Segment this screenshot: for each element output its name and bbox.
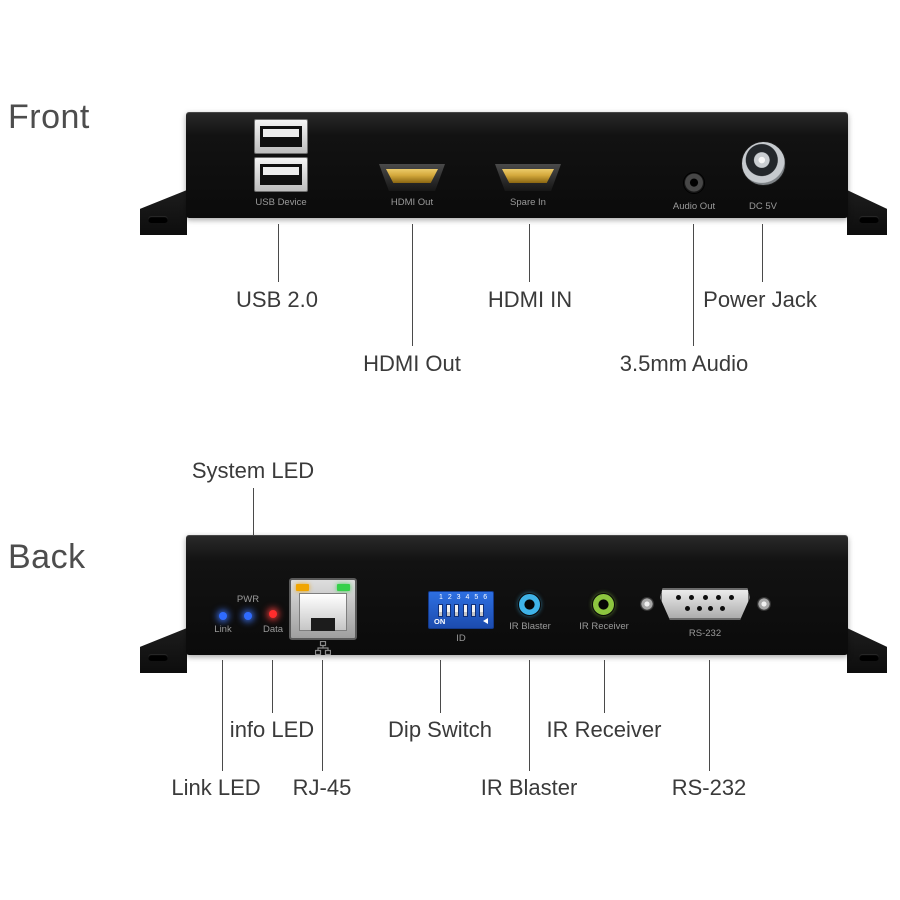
usb-port-bottom <box>254 157 308 192</box>
back-mount-ear-left <box>140 628 187 673</box>
dip-lever <box>446 604 452 617</box>
dip-switch: 1 2 3 4 5 6 ON <box>428 591 494 629</box>
link-led <box>219 612 227 620</box>
audio-out-jack <box>683 172 705 194</box>
callout-line-info-led <box>272 660 273 713</box>
callout-line-ir-blaster <box>529 660 530 771</box>
dc-power-jack <box>741 141 786 186</box>
pin <box>685 606 690 611</box>
callout-link-led: Link LED <box>171 775 261 800</box>
usb-port-top <box>254 119 308 154</box>
callout-line-hdmi-out <box>412 224 413 346</box>
callout-hdmi-out: HDMI Out <box>363 351 461 376</box>
ir-blaster-jack <box>518 593 541 616</box>
dip-lever <box>438 604 443 617</box>
data-led <box>269 610 277 618</box>
dip-arrow-icon <box>483 618 488 624</box>
mount-slot <box>859 216 879 223</box>
usb-ports <box>254 119 308 192</box>
ir-receiver-jack <box>592 593 615 616</box>
hdmi-out-port <box>379 164 445 191</box>
pwr-led <box>244 612 252 620</box>
callout-hdmi-in: HDMI IN <box>487 287 573 312</box>
data-led-label: Data <box>262 624 284 635</box>
callout-rs232: RS-232 <box>671 775 747 800</box>
dip-lever <box>462 604 468 617</box>
callout-ir-blaster: IR Blaster <box>480 775 578 800</box>
spare-in-port-label: Spare In <box>510 197 546 208</box>
front-mount-ear-left <box>140 190 187 235</box>
back-mount-ear-right <box>847 628 887 673</box>
dip-id-label: ID <box>456 633 466 644</box>
pin <box>715 595 721 600</box>
mount-slot <box>859 654 879 661</box>
rs232-screw-left <box>640 597 654 611</box>
rs232-screw-right <box>757 597 771 611</box>
rj45-orange-led <box>296 584 309 591</box>
rj45-port <box>289 578 357 640</box>
link-led-label: Link <box>214 624 232 635</box>
mount-slot <box>148 654 168 661</box>
rj45-notch <box>311 618 335 631</box>
hdmi-connector <box>502 169 554 183</box>
callout-dip-switch: Dip Switch <box>388 717 492 742</box>
callout-system-led: System LED <box>191 458 315 483</box>
dip-lever <box>470 604 476 617</box>
dc-label: DC 5V <box>749 201 777 212</box>
pin <box>702 595 708 600</box>
back-section-title: Back <box>8 538 86 576</box>
rs232-panel-label: RS-232 <box>688 628 722 639</box>
dip-switch-levers <box>438 604 484 617</box>
pin <box>729 595 734 600</box>
callout-line-audio <box>693 224 694 346</box>
callout-line-ir-receiver <box>604 660 605 713</box>
hdmi-out-port-label: HDMI Out <box>390 197 434 208</box>
callout-line-rj45 <box>322 660 323 771</box>
rj45-green-led <box>337 584 350 591</box>
pin <box>696 606 702 611</box>
ir-blaster-panel-label: IR Blaster <box>509 621 551 632</box>
dip-on-label: ON <box>434 617 446 626</box>
callout-audio: 3.5mm Audio <box>619 351 749 376</box>
front-section-title: Front <box>8 98 90 136</box>
dip-lever <box>454 604 460 617</box>
callout-line-rs232 <box>709 660 710 771</box>
usb-tongue <box>263 167 299 175</box>
pin <box>719 606 725 611</box>
callout-power: Power Jack <box>703 287 817 312</box>
usb-port-label: USB Device <box>255 197 307 208</box>
usb-tongue <box>263 129 299 137</box>
ir-receiver-panel-label: IR Receiver <box>579 621 629 632</box>
callout-info-led: info LED <box>229 717 315 742</box>
rs232-pin-row-top <box>676 595 734 600</box>
mount-slot <box>148 216 168 223</box>
dip-switch-numbers: 1 2 3 4 5 6 <box>439 594 489 601</box>
callout-line-usb <box>278 224 279 282</box>
front-mount-ear-right <box>847 190 887 235</box>
pin <box>708 606 714 611</box>
callout-line-dip-switch <box>440 660 441 713</box>
callout-rj45: RJ-45 <box>292 775 352 800</box>
audio-out-label: Audio Out <box>672 201 716 212</box>
callout-usb: USB 2.0 <box>236 287 318 312</box>
callout-line-hdmi-in <box>529 224 530 282</box>
rs232-port <box>660 588 750 620</box>
callout-ir-receiver: IR Receiver <box>546 717 662 742</box>
callout-line-link-led <box>222 660 223 771</box>
ethernet-icon <box>315 641 331 655</box>
callout-line-system-led <box>253 488 254 535</box>
dip-lever <box>478 604 484 617</box>
rs232-pin-row-bottom <box>685 606 725 611</box>
callout-line-power <box>762 224 763 282</box>
pin <box>676 595 681 600</box>
pin <box>689 595 695 600</box>
hdmi-spare-in-port <box>495 164 561 191</box>
hdmi-connector <box>386 169 438 183</box>
pwr-led-label: PWR <box>236 594 260 605</box>
